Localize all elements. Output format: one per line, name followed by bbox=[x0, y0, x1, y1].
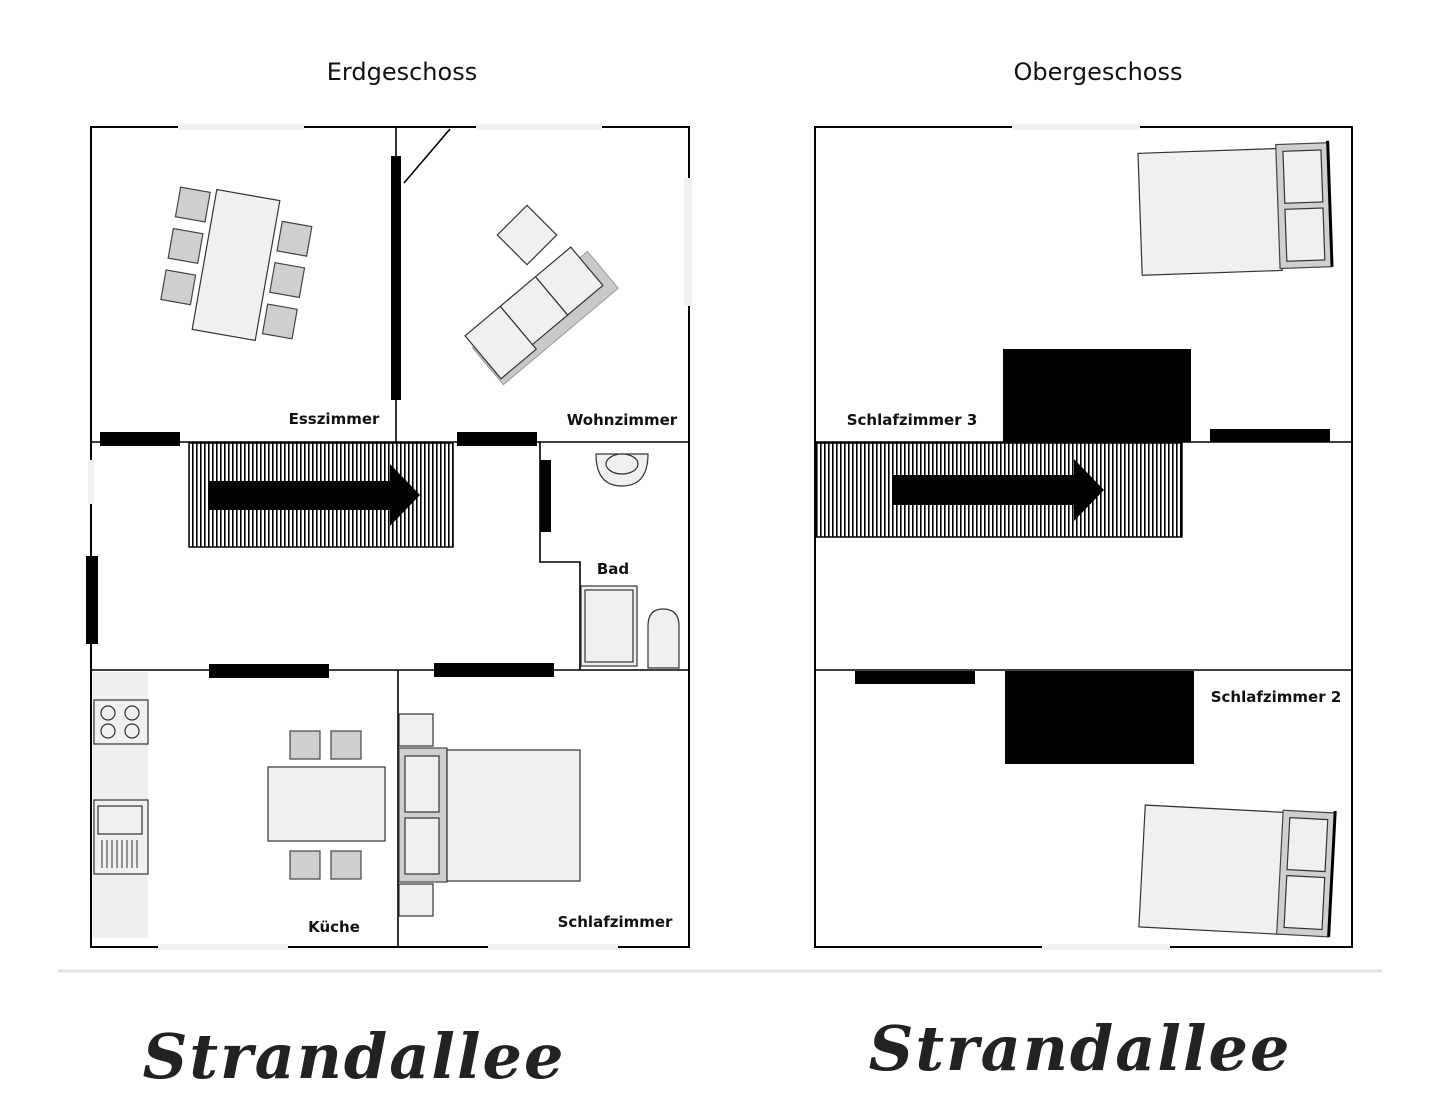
burner bbox=[124, 723, 140, 739]
chair bbox=[160, 269, 197, 306]
chimney-block bbox=[1003, 349, 1191, 442]
pillow bbox=[1283, 874, 1326, 931]
bed bbox=[446, 749, 581, 882]
chair bbox=[261, 303, 298, 340]
chair bbox=[289, 730, 321, 760]
kitchen-table bbox=[267, 766, 386, 842]
bed-bedroom2 bbox=[1138, 804, 1337, 938]
door-swing bbox=[403, 128, 451, 184]
pillow bbox=[1284, 207, 1326, 262]
window bbox=[178, 124, 304, 130]
shower-tray bbox=[584, 589, 634, 663]
chimney-block bbox=[1005, 671, 1194, 764]
door-block bbox=[540, 460, 551, 532]
room-label-bedroom3: Schlafzimmer 3 bbox=[847, 411, 978, 429]
ground-outer-walls bbox=[90, 126, 690, 948]
window bbox=[488, 944, 618, 950]
toilet bbox=[647, 608, 680, 669]
room-label-bath: Bad bbox=[597, 560, 629, 578]
pillow bbox=[404, 755, 440, 813]
window bbox=[476, 124, 602, 130]
pillow bbox=[404, 817, 440, 875]
door-block bbox=[1210, 429, 1330, 442]
chair bbox=[269, 262, 306, 299]
room-label-bedroom2: Schlafzimmer 2 bbox=[1211, 688, 1342, 706]
dining-table-set bbox=[160, 186, 313, 342]
chair bbox=[167, 227, 204, 265]
door-block bbox=[855, 671, 975, 684]
door-block bbox=[457, 432, 537, 446]
chair bbox=[330, 850, 362, 880]
burner bbox=[100, 705, 116, 721]
burner bbox=[124, 705, 140, 721]
window bbox=[1012, 124, 1140, 130]
room-label-bedroom: Schlafzimmer bbox=[558, 913, 673, 931]
window bbox=[158, 944, 288, 950]
stair-arrow-icon bbox=[892, 459, 1104, 521]
upper-floor-title: Obergeschoss bbox=[1014, 58, 1183, 86]
nightstand bbox=[398, 713, 434, 747]
sink-basin bbox=[605, 453, 639, 475]
sofa-seat bbox=[534, 246, 604, 316]
burner bbox=[100, 723, 116, 739]
ground-floor-title: Erdgeschoss bbox=[327, 58, 477, 86]
bed bbox=[1138, 804, 1286, 935]
stove bbox=[93, 699, 149, 745]
window bbox=[88, 460, 94, 504]
street-label-right: Strandallee bbox=[869, 1012, 1292, 1085]
door-block bbox=[100, 432, 180, 446]
room-label-kitchen: Küche bbox=[308, 918, 360, 936]
pillow bbox=[1282, 149, 1324, 204]
door-block bbox=[209, 664, 329, 678]
window bbox=[1042, 944, 1170, 950]
room-label-dining: Esszimmer bbox=[289, 410, 380, 428]
chair bbox=[276, 220, 313, 257]
upper-floor-plan: Schlafzimmer 3 Schlafzimmer 2 bbox=[814, 124, 1353, 950]
room-label-living: Wohnzimmer bbox=[567, 411, 678, 429]
sink-bowl bbox=[97, 805, 143, 835]
chair bbox=[330, 730, 362, 760]
nightstand bbox=[398, 883, 434, 917]
chair bbox=[174, 186, 211, 223]
sofa bbox=[464, 246, 619, 386]
bed-bedroom3 bbox=[1137, 140, 1334, 276]
stair-arrow-icon bbox=[208, 464, 420, 526]
dining-table bbox=[191, 188, 281, 342]
door-block bbox=[434, 663, 554, 677]
bed bbox=[1137, 147, 1283, 276]
street-label-left: Strandallee bbox=[143, 1020, 566, 1093]
door-block bbox=[86, 556, 98, 644]
pillow bbox=[1286, 817, 1329, 873]
window bbox=[684, 178, 692, 306]
coffee-table bbox=[496, 204, 558, 266]
ground-floor-plan: Esszimmer Wohnzimmer Bad Küche Schlafzim… bbox=[86, 124, 692, 950]
chair bbox=[289, 850, 321, 880]
door-block bbox=[391, 156, 401, 400]
